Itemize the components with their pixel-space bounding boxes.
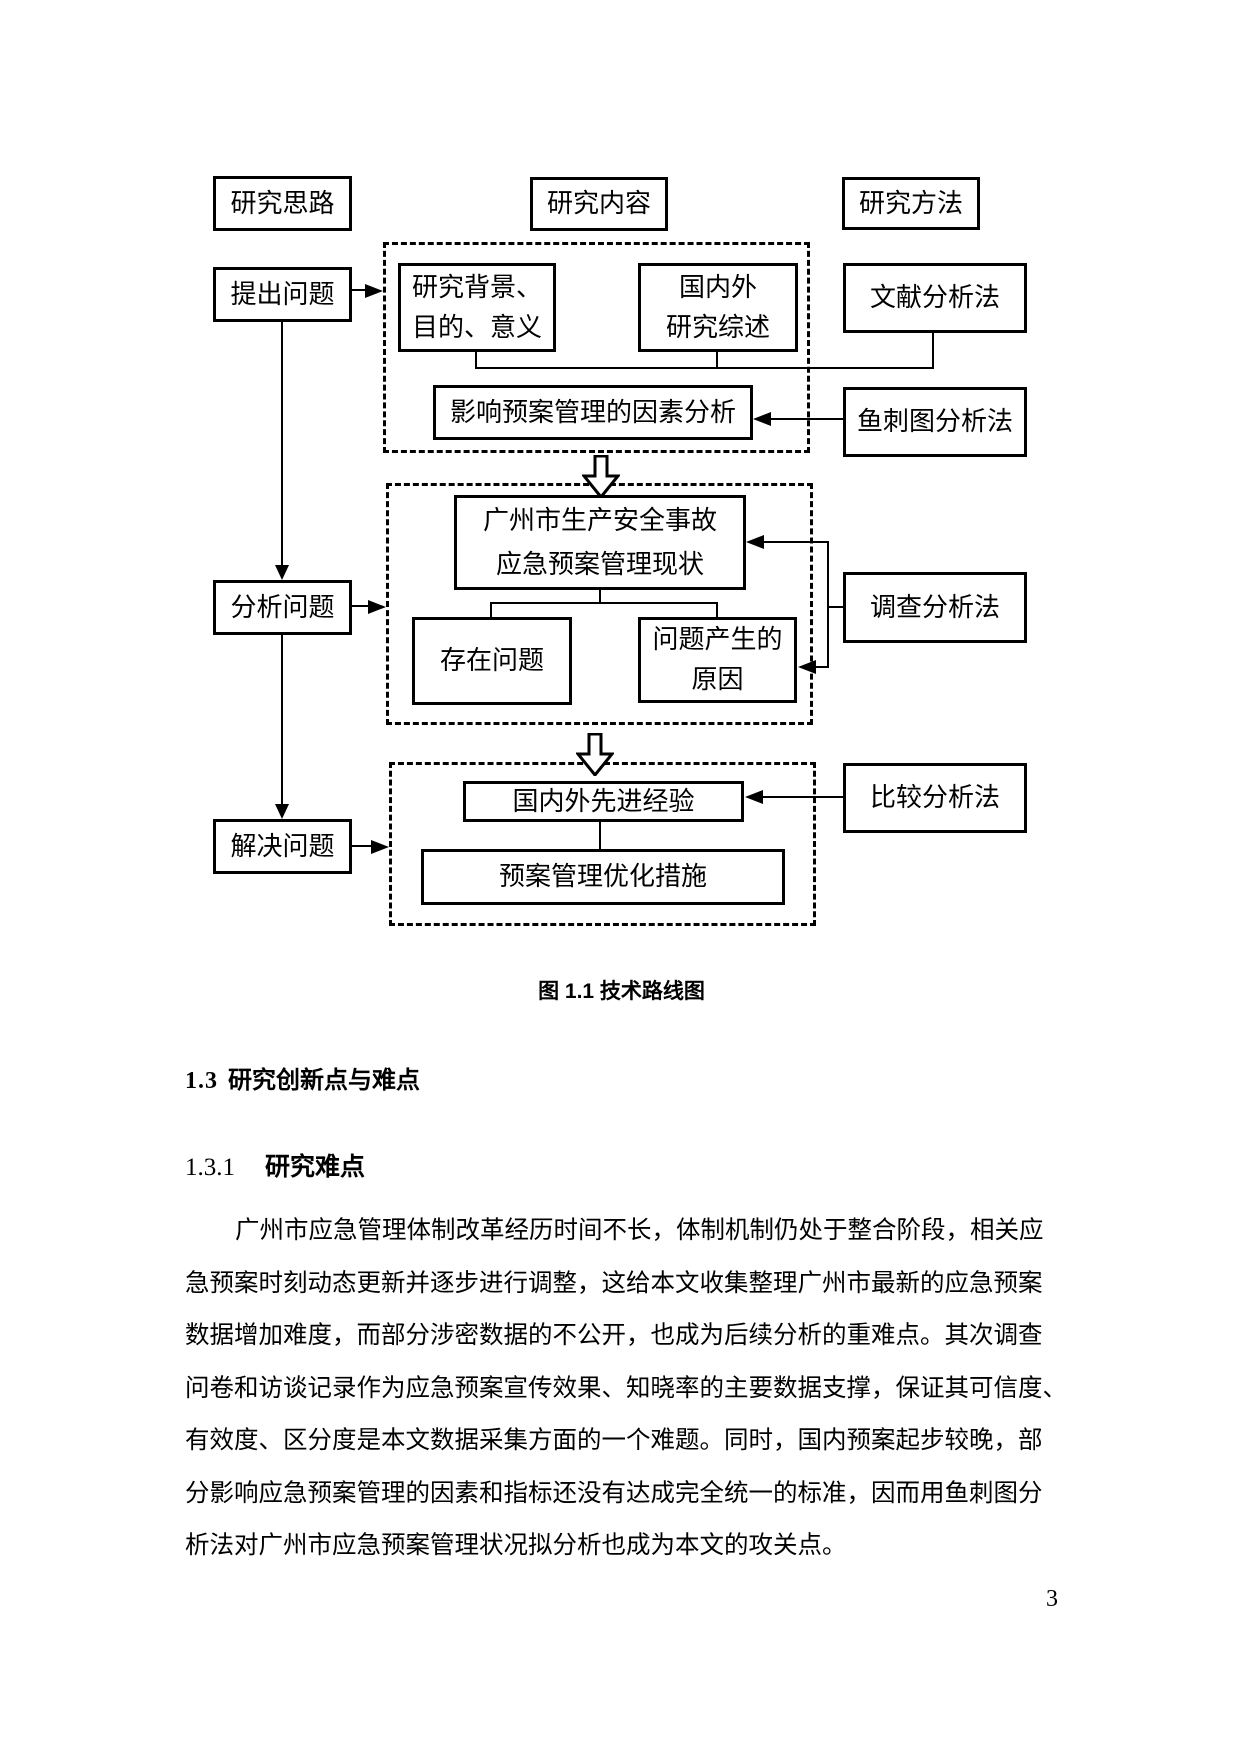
connector-line (716, 602, 718, 617)
connector-line (599, 590, 601, 604)
box-research-approach: 研究思路 (213, 176, 352, 231)
connector-line (281, 635, 283, 805)
connector-line (716, 352, 718, 369)
connector-line (281, 322, 283, 567)
connector-line (490, 602, 718, 604)
box-guangzhou-status: 广州市生产安全事故 应急预案管理现状 (454, 495, 746, 590)
paragraph-line: 广州市应急管理体制改革经历时间不长，体制机制仍处于整合阶段，相关应 (235, 1217, 1044, 1244)
section-title: 研究创新点与难点 (228, 1067, 420, 1094)
paragraph-line: 数据增加难度，而部分涉密数据的不公开，也成为后续分析的重难点。其次调查 (185, 1322, 1043, 1349)
figure-caption: 图 1.1 技术路线图 (538, 980, 705, 1003)
arrow-right-icon (368, 600, 386, 614)
connector-line (352, 289, 367, 291)
stage1-dashed-frame (383, 242, 810, 453)
arrow-down-icon (275, 804, 289, 819)
subsection-number: 1.3.1 (185, 1154, 235, 1181)
box-analyze-problem: 分析问题 (213, 580, 352, 635)
connector-line (764, 541, 829, 543)
arrow-left-icon (746, 535, 764, 549)
paragraph-line: 问卷和访谈记录作为应急预案宣传效果、知晓率的主要数据支撑，保证其可信度、 (185, 1374, 1067, 1402)
connector-line (599, 822, 601, 849)
box-background-purpose: 研究背景、 目的、意义 (398, 263, 556, 352)
box-domestic-review: 国内外 研究综述 (638, 263, 798, 352)
connector-line (352, 605, 371, 607)
box-advanced-experience: 国内外先进经验 (463, 781, 744, 822)
box-research-content: 研究内容 (530, 177, 668, 231)
arrow-left-icon (753, 412, 771, 426)
box-factor-analysis: 影响预案管理的因素分析 (433, 385, 753, 440)
paragraph-line: 分影响应急预案管理的因素和指标还没有达成完全统一的标准，因而用鱼刺图分 (185, 1479, 1043, 1507)
connector-line (475, 367, 934, 369)
page-number: 3 (1046, 1586, 1058, 1612)
paragraph-line: 有效度、区分度是本文数据采集方面的一个难题。同时，国内预案起步较晚，部 (185, 1427, 1043, 1454)
box-optimization-measures: 预案管理优化措施 (421, 849, 785, 905)
box-problem-causes: 问题产生的 原因 (638, 617, 797, 703)
section-heading: 1.3 研究创新点与难点 (185, 1060, 420, 1095)
connector-line (827, 541, 829, 668)
arrow-right-icon (365, 284, 383, 298)
subsection-heading: 1.3.1 研究难点 (185, 1147, 365, 1183)
paragraph-line: 急预案时刻动态更新并逐步进行调整，这给本文收集整理广州市最新的应急预案 (185, 1269, 1043, 1297)
box-research-method: 研究方法 (842, 177, 980, 230)
block-arrow-down-icon (576, 733, 614, 776)
connector-line (829, 606, 843, 608)
arrow-down-icon (275, 565, 289, 580)
box-solve-problem: 解决问题 (213, 819, 352, 874)
arrow-left-icon (798, 660, 816, 674)
subsection-title: 研究难点 (265, 1153, 366, 1181)
connector-line (768, 418, 843, 420)
box-literature-analysis: 文献分析法 (843, 263, 1027, 333)
arrow-right-icon (371, 840, 389, 854)
box-existing-problems: 存在问题 (412, 617, 572, 705)
technical-route-diagram: 研究思路 研究内容 研究方法 提出问题 分析问题 解决问题 文献分析法 鱼刺图分… (213, 176, 1027, 926)
connector-line (490, 602, 492, 617)
connector-line (475, 352, 477, 369)
box-compare-analysis: 比较分析法 (843, 763, 1027, 833)
block-arrow-down-icon (582, 455, 620, 498)
connector-line (761, 796, 843, 798)
box-survey-analysis: 调查分析法 (843, 572, 1027, 643)
section-number: 1.3 (185, 1068, 218, 1094)
connector-line (932, 333, 934, 369)
body-paragraph: 广州市应急管理体制改革经历时间不长，体制机制仍处于整合阶段，相关应 急预案时刻动… (185, 1205, 1069, 1573)
box-raise-problem: 提出问题 (213, 267, 352, 322)
connector-line (352, 845, 372, 847)
arrow-left-icon (745, 790, 763, 804)
paragraph-line: 析法对广州市应急预案管理状况拟分析也成为本文的攻关点。 (185, 1532, 847, 1559)
box-fishbone-analysis: 鱼刺图分析法 (843, 387, 1027, 457)
connector-line (814, 666, 829, 668)
